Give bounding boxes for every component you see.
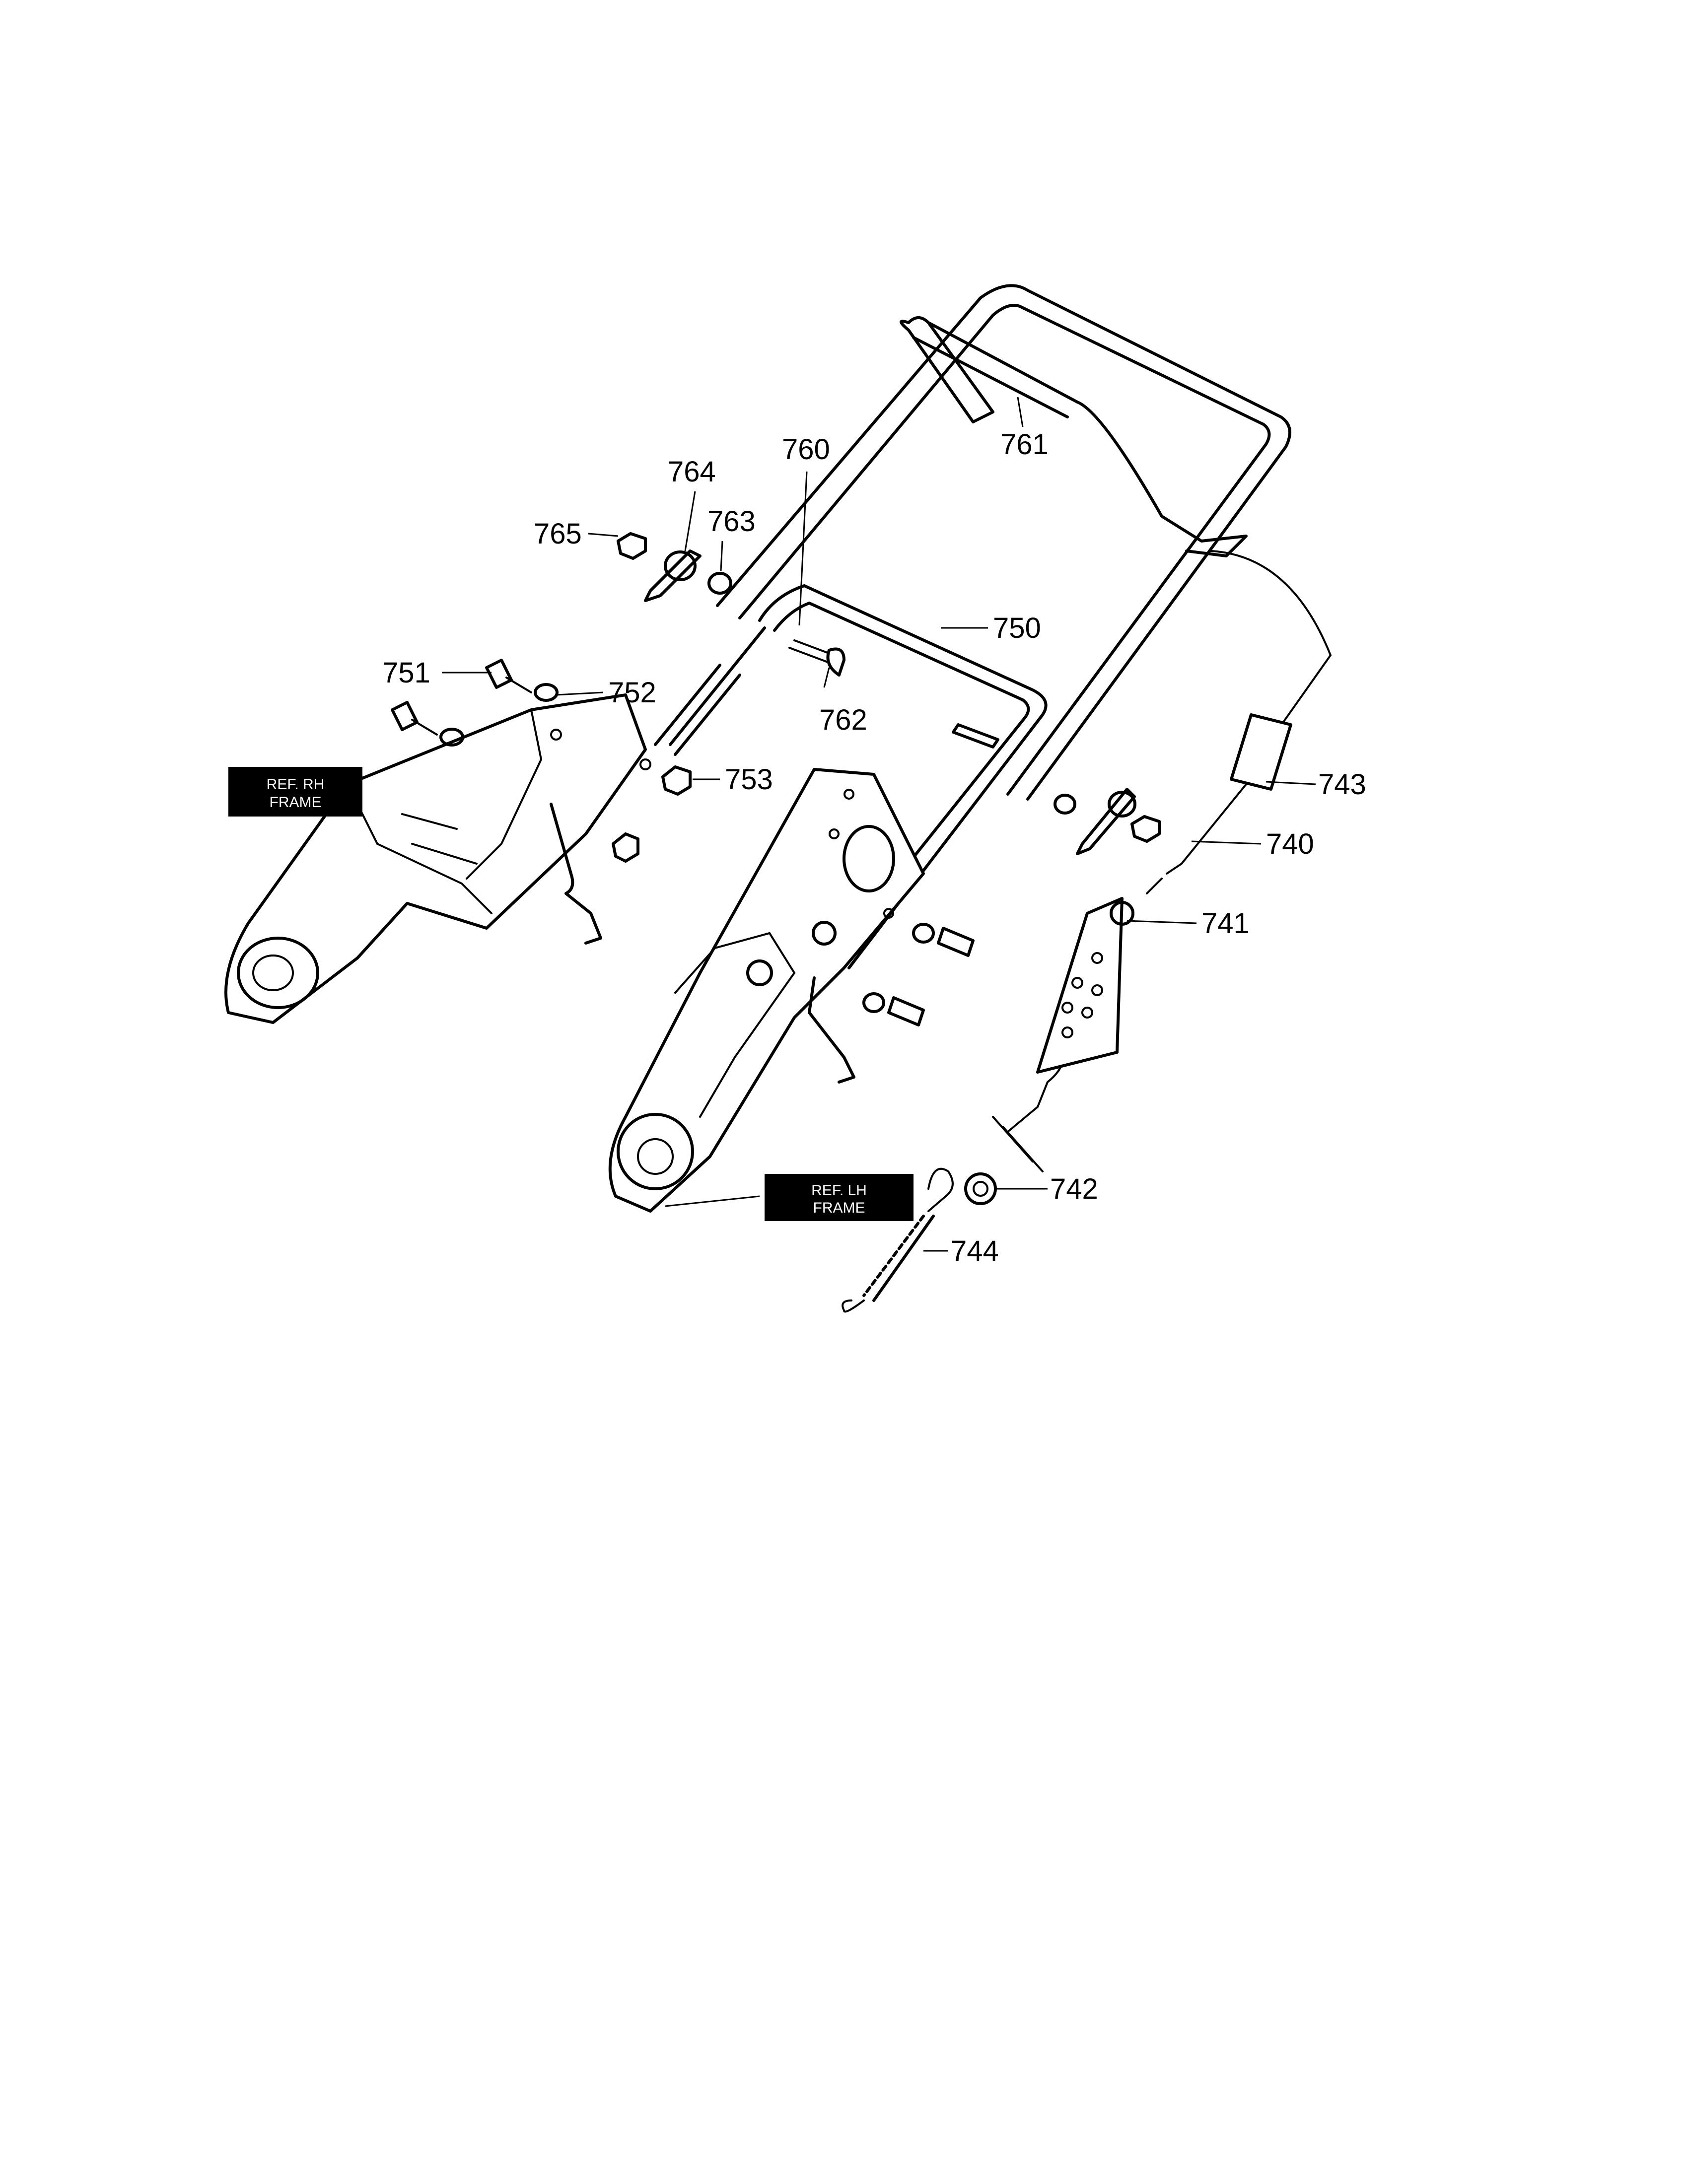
- ref-rh-line1: REF. RH: [267, 776, 325, 793]
- callout-761: 761: [1000, 428, 1049, 461]
- ref-lh-line2: FRAME: [813, 1200, 865, 1216]
- callout-750: 750: [993, 612, 1041, 644]
- callout-742: 742: [1050, 1173, 1098, 1205]
- callout-740: 740: [1266, 828, 1314, 860]
- callout-741: 741: [1201, 907, 1250, 940]
- ref-lh-frame-box: REF. LH FRAME: [765, 1174, 914, 1221]
- rh-frame: [224, 693, 651, 1024]
- callout-743: 743: [1318, 768, 1366, 801]
- hardware: [391, 532, 1161, 1026]
- callout-762: 762: [819, 704, 867, 736]
- callout-763: 763: [707, 505, 756, 538]
- callout-753: 753: [725, 763, 773, 796]
- callout-765: 765: [534, 518, 582, 550]
- lh-frame: [608, 768, 925, 1213]
- ref-lh-line1: REF. LH: [811, 1182, 867, 1199]
- callout-760: 760: [782, 433, 830, 466]
- part-callouts: 765 764 763 760 761 750 762 751 752 753 …: [382, 428, 1366, 1267]
- extension-spring: [842, 1167, 954, 1313]
- ref-rh-line2: FRAME: [270, 794, 322, 811]
- callout-764: 764: [668, 456, 716, 488]
- callout-751: 751: [382, 657, 430, 689]
- lower-handle: [669, 584, 1048, 969]
- upper-handle: [654, 284, 1291, 801]
- cable-eyelet: [964, 1172, 997, 1205]
- callout-752: 752: [608, 677, 656, 709]
- control-cable: [992, 550, 1332, 1172]
- cable-bracket: [1036, 897, 1134, 1074]
- ref-rh-frame-box: REF. RH FRAME: [228, 767, 362, 817]
- callout-744: 744: [951, 1235, 999, 1267]
- control-bail: [900, 316, 1248, 557]
